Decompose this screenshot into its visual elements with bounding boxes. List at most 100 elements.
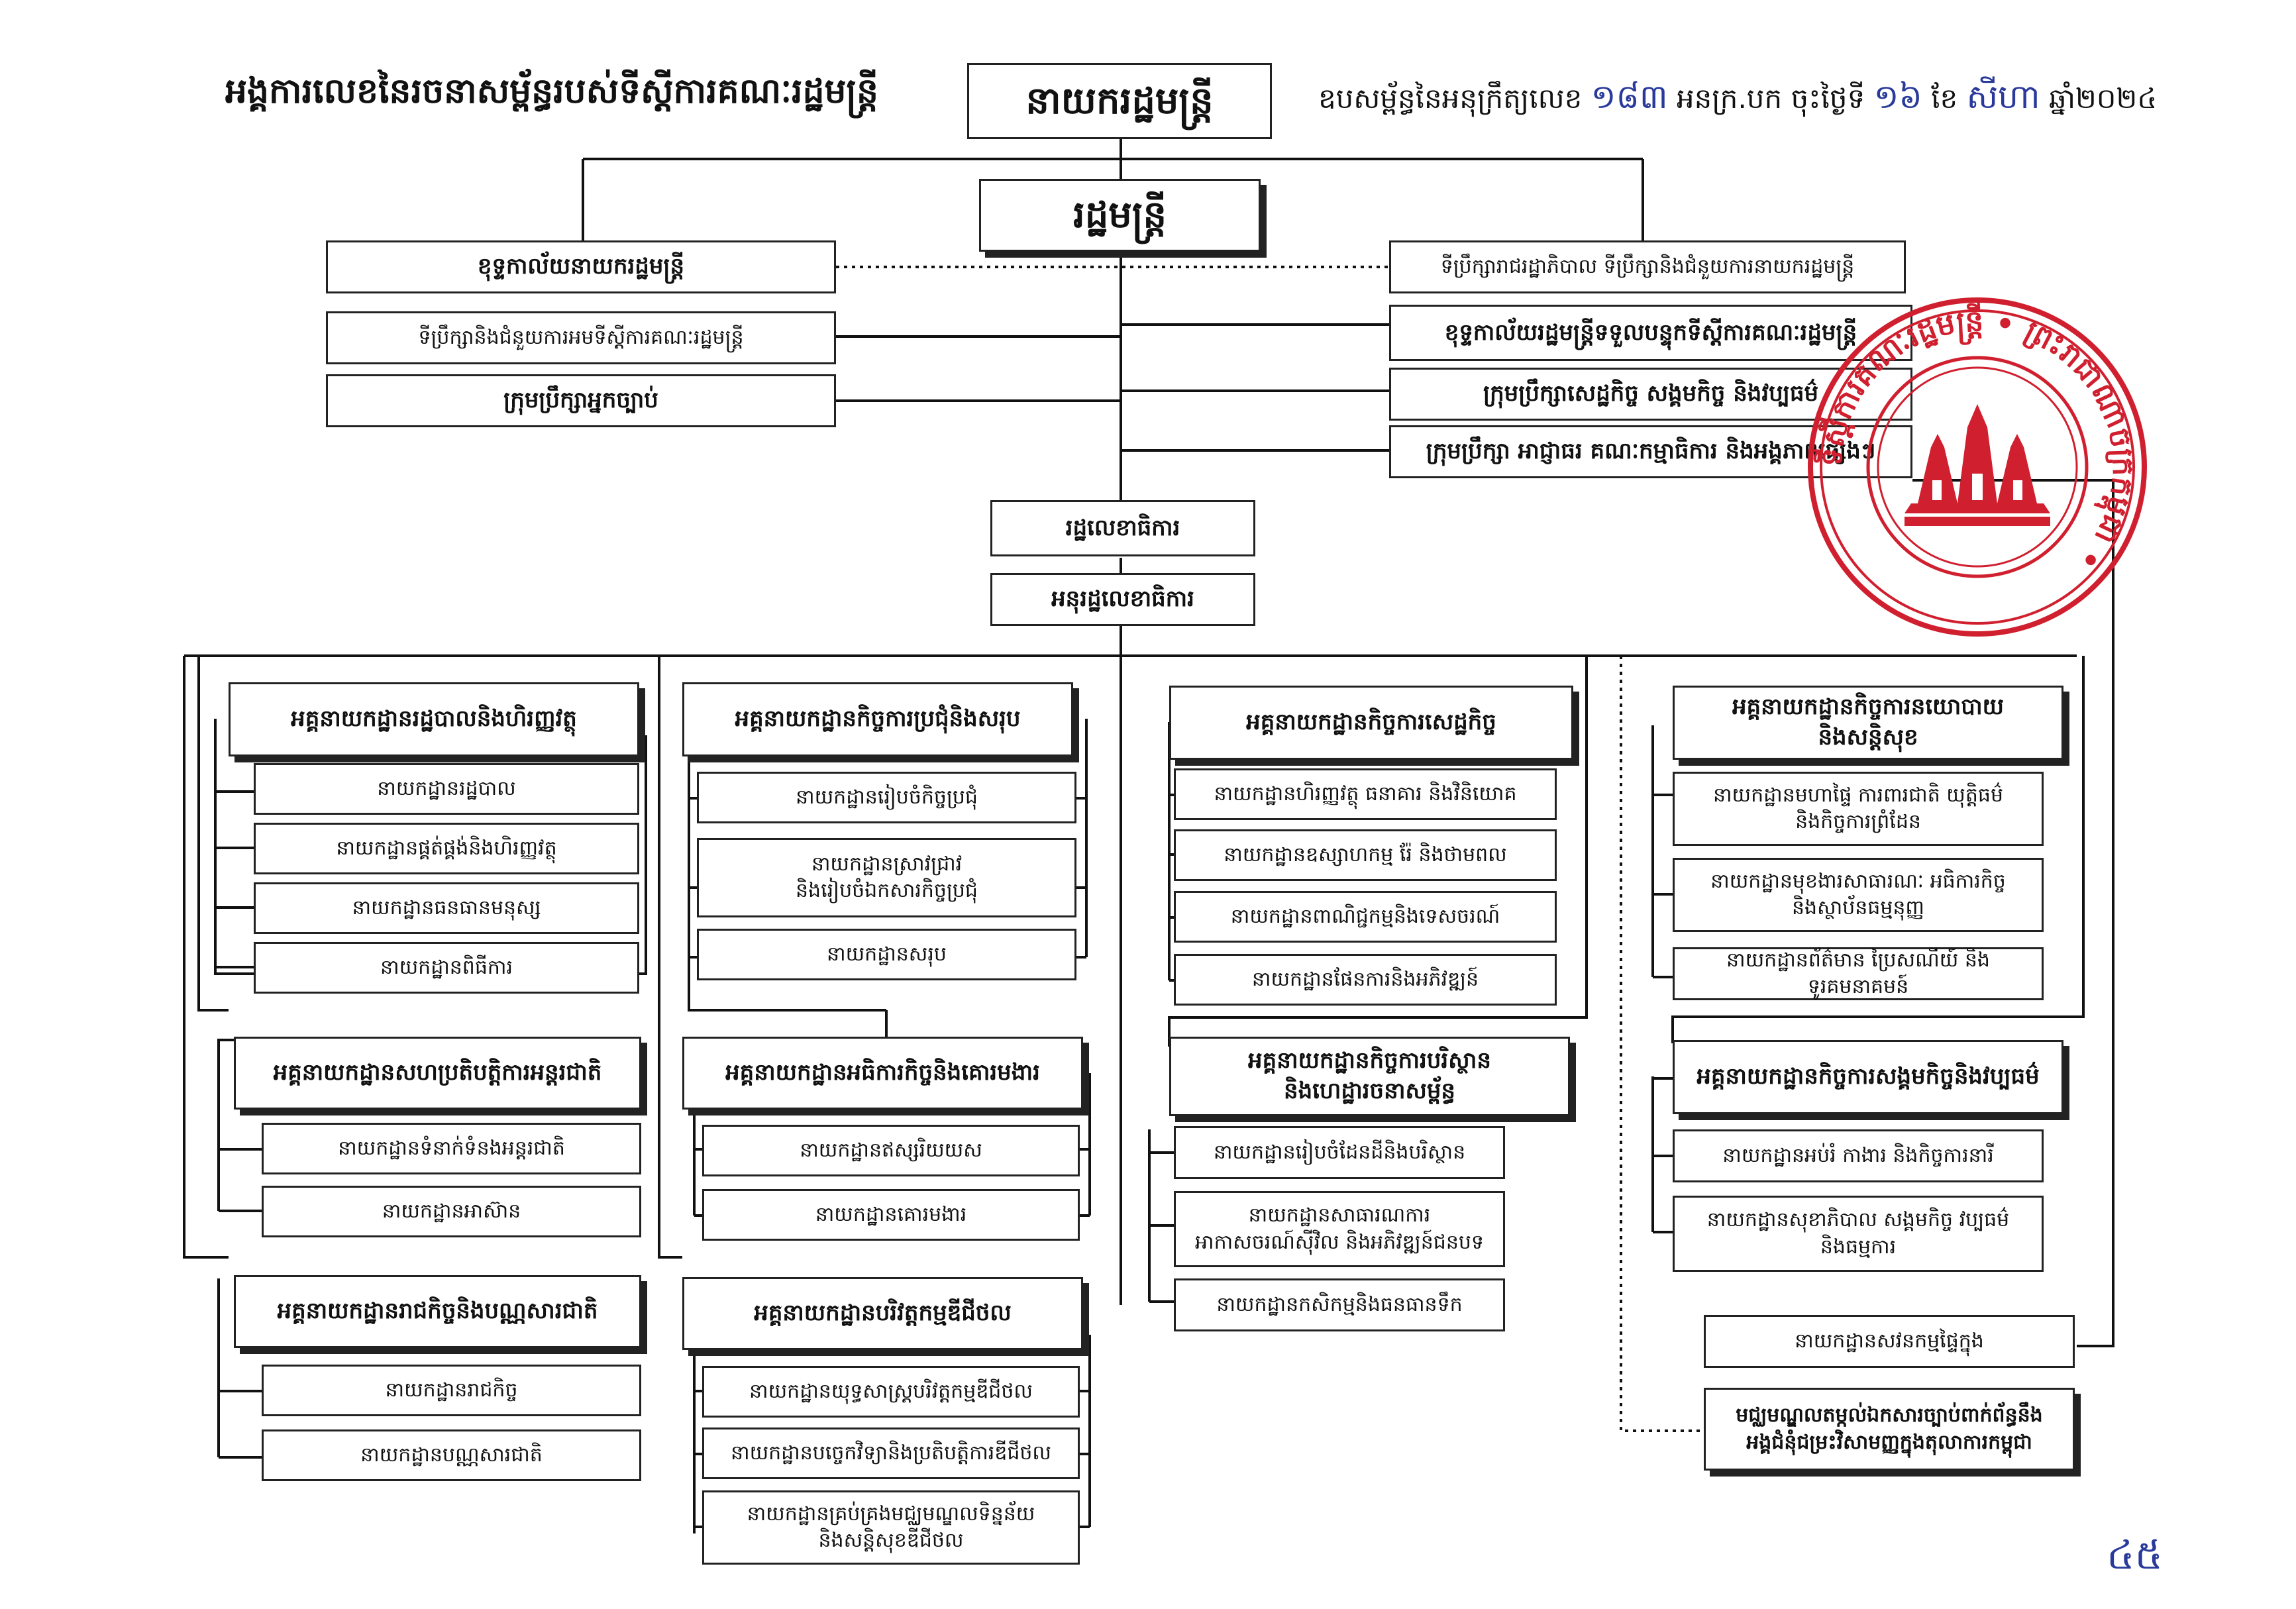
dept-inspection-title: អគ្គនាយកដ្ឋានអធិការកិច្ចនិងគោរមងារ bbox=[725, 1059, 1040, 1086]
unit-meetings-1: នាយកដ្ឋានរៀបចំកិច្ចប្រជុំ bbox=[697, 772, 1076, 823]
dept-economic: អគ្គនាយកដ្ឋានកិច្ចការសេដ្ឋកិច្ច bbox=[1169, 686, 1573, 760]
box-legal-council-label: ក្រុមប្រឹក្សាអ្នកច្បាប់ bbox=[503, 387, 658, 414]
decree-prefix: ឧបសម្ព័ន្ធនៃអនុក្រឹត្យលេខ bbox=[1318, 82, 1583, 115]
unit-economic-1-label: នាយកដ្ឋានហិរញ្ញវត្ថុ ធនាគារ និងវិនិយោគ bbox=[1214, 782, 1517, 805]
unit-politics-2: នាយកដ្ឋានមុខងារសាធារណៈ អធិការកិច្ច និងស្… bbox=[1673, 858, 2044, 932]
unit-politics-2-label: នាយកដ្ឋានមុខងារសាធារណៈ អធិការកិច្ច និងស្… bbox=[1710, 869, 2006, 920]
unit-internal-audit: នាយកដ្ឋានសវនកម្មផ្ទៃក្នុង bbox=[1704, 1315, 2075, 1368]
unit-politics-1: នាយកដ្ឋានមហាផ្ទៃ ការពារជាតិ យុត្តិធម៌ និ… bbox=[1673, 772, 2044, 846]
box-government-advisors: ទីប្រឹក្សារាជរដ្ឋាភិបាល ទីប្រឹក្សានិងជំន… bbox=[1389, 240, 1906, 293]
unit-international-1: នាយកដ្ឋានទំនាក់ទំនងអន្តរជាតិ bbox=[262, 1123, 641, 1174]
box-pm-cabinet: ខុទ្ទកាល័យនាយករដ្ឋមន្ត្រី bbox=[326, 240, 836, 293]
box-under-secretary-label: អនុរដ្ឋលេខាធិការ bbox=[1051, 586, 1194, 613]
unit-meetings-3-label: នាយកដ្ឋានសរុប bbox=[827, 942, 947, 966]
box-pm-cabinet-label: ខុទ្ទកាល័យនាយករដ្ឋមន្ត្រី bbox=[477, 253, 685, 280]
box-government-advisors-label: ទីប្រឹក្សារាជរដ្ឋាភិបាល ទីប្រឹក្សានិងជំន… bbox=[1440, 254, 1855, 278]
official-seal-icon: ទីស្ដីការគណៈរដ្ឋមន្ត្រី • ព្រះរាជាណាចក្រ… bbox=[1808, 297, 2147, 637]
box-secretary-of-state-label: រដ្ឋលេខាធិការ bbox=[1065, 514, 1180, 541]
unit-digital-3-label: នាយកដ្ឋានគ្រប់គ្រងមជ្ឈមណ្ឌលទិន្នន័យ និងស… bbox=[747, 1502, 1035, 1553]
decree-middle: អនក្រ.បក ចុះថ្ងៃទី bbox=[1676, 82, 1865, 115]
unit-economic-2-label: នាយកដ្ឋានឧស្សាហកម្ម រ៉ែ និងថាមពល bbox=[1224, 843, 1507, 866]
unit-international-2: នាយកដ្ឋានអាស៊ាន bbox=[262, 1186, 641, 1237]
page-mark: ៤៥ bbox=[2107, 1532, 2163, 1579]
unit-environment-3-label: នាយកដ្ឋានកសិកម្មនិងធនធានទឹក bbox=[1216, 1292, 1463, 1316]
unit-royal-affairs-1-label: នាយកដ្ឋានរាជកិច្ច bbox=[385, 1378, 518, 1402]
unit-meetings-2: នាយកដ្ឋានស្រាវជ្រាវ និងរៀបចំឯកសារកិច្ចប្… bbox=[697, 838, 1076, 917]
unit-social-2: នាយកដ្ឋានសុខាភិបាល សង្គមកិច្ច វប្បធម៌ និ… bbox=[1673, 1196, 2044, 1272]
unit-inspection-2: នាយកដ្ឋានគោរមងារ bbox=[702, 1189, 1080, 1241]
decree-day: ១៦ bbox=[1873, 78, 1922, 116]
unit-environment-3: នាយកដ្ឋានកសិកម្មនិងធនធានទឹក bbox=[1174, 1278, 1505, 1331]
unit-environment-1-label: នាយកដ្ឋានរៀបចំដែនដីនិងបរិស្ថាន bbox=[1213, 1140, 1466, 1164]
unit-digital-2-label: នាយកដ្ឋានបច្ចេកវិទ្យានិងប្រតិបត្តិការឌីជ… bbox=[731, 1441, 1051, 1465]
unit-admin-finance-3: នាយកដ្ឋានធនធានមនុស្ស bbox=[254, 882, 639, 934]
dept-meetings: អគ្គនាយកដ្ឋានកិច្ចការប្រជុំនិងសរុប bbox=[682, 682, 1073, 756]
box-advisors-council-label: ទីប្រឹក្សានិងជំនួយការអមទីស្ដីការគណៈរដ្ឋម… bbox=[418, 325, 744, 349]
decree-number: ១៨៣ bbox=[1591, 78, 1668, 116]
decree-reference: ឧបសម្ព័ន្ធនៃអនុក្រឹត្យលេខ ១៨៣ អនក្រ.បក ច… bbox=[1318, 76, 2157, 125]
unit-digital-1-label: នាយកដ្ឋានយុទ្ធសាស្ត្របរិវត្តកម្មឌីជីថល bbox=[749, 1379, 1033, 1403]
unit-economic-3-label: នាយកដ្ឋានពាណិជ្ជកម្មនិងទេសចរណ៍ bbox=[1230, 904, 1500, 928]
box-economic-council: ក្រុមប្រឹក្សាសេដ្ឋកិច្ច សង្គមកិច្ច និងវប… bbox=[1389, 368, 1912, 421]
unit-admin-finance-4-label: នាយកដ្ឋានពិធីការ bbox=[380, 955, 513, 979]
unit-digital-2: នាយកដ្ឋានបច្ចេកវិទ្យានិងប្រតិបត្តិការឌីជ… bbox=[702, 1427, 1080, 1479]
dept-royal-affairs: អគ្គនាយកដ្ឋានរាជកិច្ចនិងបណ្ណសារជាតិ bbox=[234, 1275, 641, 1348]
unit-meetings-1-label: នាយកដ្ឋានរៀបចំកិច្ចប្រជុំ bbox=[796, 785, 978, 809]
unit-politics-3-label: នាយកដ្ឋានព័ត៌មាន ប្រៃសណីយ៍ និងទូរគមនាគមន… bbox=[1726, 948, 1990, 999]
unit-social-2-label: នាយកដ្ឋានសុខាភិបាល សង្គមកិច្ច វប្បធម៌ និ… bbox=[1706, 1208, 2010, 1259]
dept-international: អគ្គនាយកដ្ឋានសហប្រតិបត្តិការអន្តរជាតិ bbox=[234, 1037, 641, 1110]
unit-meetings-2-label: នាយកដ្ឋានស្រាវជ្រាវ និងរៀបចំឯកសារកិច្ចប្… bbox=[796, 852, 978, 903]
dept-admin-finance: អគ្គនាយកដ្ឋានរដ្ឋបាលនិងហិរញ្ញវត្ថុ bbox=[229, 682, 639, 756]
box-minister-cabinet-label: ខុទ្ទកាល័យរដ្ឋមន្ត្រីទទួលបន្ទុកទីស្ដីការ… bbox=[1444, 319, 1857, 346]
unit-international-2-label: នាយកដ្ឋានអាស៊ាន bbox=[382, 1199, 521, 1223]
box-prime-minister: នាយករដ្ឋមន្ត្រី bbox=[967, 63, 1272, 139]
unit-admin-finance-4: នាយកដ្ឋានពិធីការ bbox=[254, 942, 639, 994]
unit-economic-4-label: នាយកដ្ឋានផែនការនិងអភិវឌ្ឍន៍ bbox=[1251, 967, 1479, 991]
dept-admin-finance-title: អគ្គនាយកដ្ឋានរដ្ឋបាលនិងហិរញ្ញវត្ថុ bbox=[291, 705, 577, 733]
box-authorities-committees-label: ក្រុមប្រឹក្សា អាជ្ញាធរ គណៈកម្មាធិការ និង… bbox=[1426, 438, 1876, 465]
unit-digital-1: នាយកដ្ឋានយុទ្ធសាស្ត្របរិវត្តកម្មឌីជីថល bbox=[702, 1366, 1080, 1418]
box-secretary-of-state: រដ្ឋលេខាធិការ bbox=[990, 500, 1255, 556]
unit-internal-audit-label: នាយកដ្ឋានសវនកម្មផ្ទៃក្នុង bbox=[1795, 1329, 1984, 1353]
unit-economic-4: នាយកដ្ឋានផែនការនិងអភិវឌ្ឍន៍ bbox=[1174, 954, 1557, 1006]
box-legal-council: ក្រុមប្រឹក្សាអ្នកច្បាប់ bbox=[326, 374, 836, 427]
box-minister-label: រដ្ឋមន្ត្រី bbox=[1072, 193, 1167, 237]
box-under-secretary: អនុរដ្ឋលេខាធិការ bbox=[990, 573, 1255, 626]
box-prime-minister-label: នាយករដ្ឋមន្ត្រី bbox=[1025, 79, 1214, 123]
dept-environment-title: អគ្គនាយកដ្ឋានកិច្ចការបរិស្ថាន និងហេដ្ឋារ… bbox=[1248, 1047, 1491, 1104]
unit-meetings-3: នាយកដ្ឋានសរុប bbox=[697, 929, 1076, 980]
unit-inspection-2-label: នាយកដ្ឋានគោរមងារ bbox=[815, 1202, 967, 1226]
unit-economic-2: នាយកដ្ឋានឧស្សាហកម្ម រ៉ែ និងថាមពល bbox=[1174, 829, 1557, 881]
dept-international-title: អគ្គនាយកដ្ឋានសហប្រតិបត្តិការអន្តរជាតិ bbox=[273, 1059, 602, 1086]
unit-environment-2: នាយកដ្ឋានសាធារណការ អាកាសចរណ៍ស៊ីវិល និងអភ… bbox=[1174, 1191, 1505, 1267]
dept-social: អគ្គនាយកដ្ឋានកិច្ចការសង្គមកិច្ចនិងវប្បធម… bbox=[1673, 1040, 2063, 1114]
unit-admin-finance-3-label: នាយកដ្ឋានធនធានមនុស្ស bbox=[352, 896, 541, 919]
unit-royal-affairs-2: នាយកដ្ឋានបណ្ណសារជាតិ bbox=[262, 1429, 641, 1481]
unit-international-1-label: នាយកដ្ឋានទំនាក់ទំនងអន្តរជាតិ bbox=[338, 1136, 565, 1160]
unit-inspection-1-label: នាយកដ្ឋានឥស្សរិយយស bbox=[800, 1138, 982, 1162]
unit-admin-finance-2: នាយកដ្ឋានផ្គត់ផ្គង់និងហិរញ្ញវត្ថុ bbox=[254, 823, 639, 874]
unit-politics-3: នាយកដ្ឋានព័ត៌មាន ប្រៃសណីយ៍ និងទូរគមនាគមន… bbox=[1673, 947, 2044, 1000]
unit-politics-1-label: នាយកដ្ឋានមហាផ្ទៃ ការពារជាតិ យុត្តិធម៌ និ… bbox=[1712, 783, 2004, 834]
unit-digital-3: នាយកដ្ឋានគ្រប់គ្រងមជ្ឈមណ្ឌលទិន្នន័យ និងស… bbox=[702, 1490, 1080, 1565]
decree-month: សីហា bbox=[1966, 78, 2040, 116]
unit-admin-finance-1-label: នាយកដ្ឋានរដ្ឋបាល bbox=[377, 776, 516, 800]
unit-environment-2-label: នាយកដ្ឋានសាធារណការ អាកាសចរណ៍ស៊ីវិល និងអភ… bbox=[1195, 1204, 1484, 1254]
unit-environment-1: នាយកដ្ឋានរៀបចំដែនដីនិងបរិស្ថាន bbox=[1174, 1126, 1505, 1179]
box-advisors-council: ទីប្រឹក្សានិងជំនួយការអមទីស្ដីការគណៈរដ្ឋម… bbox=[326, 311, 836, 364]
unit-royal-affairs-2-label: នាយកដ្ឋានបណ្ណសារជាតិ bbox=[360, 1443, 543, 1467]
unit-social-1: នាយកដ្ឋានអប់រំ កាងារ និងកិច្ចការនារី bbox=[1673, 1129, 2044, 1182]
dept-royal-affairs-title: អគ្គនាយកដ្ឋានរាជកិច្ចនិងបណ្ណសារជាតិ bbox=[277, 1298, 598, 1325]
unit-royal-affairs-1: នាយកដ្ឋានរាជកិច្ច bbox=[262, 1365, 641, 1416]
unit-economic-3: នាយកដ្ឋានពាណិជ្ជកម្មនិងទេសចរណ៍ bbox=[1174, 891, 1557, 943]
box-minister-cabinet: ខុទ្ទកាល័យរដ្ឋមន្ត្រីទទួលបន្ទុកទីស្ដីការ… bbox=[1389, 305, 1912, 361]
unit-social-1-label: នាយកដ្ឋានអប់រំ កាងារ និងកិច្ចការនារី bbox=[1722, 1143, 1994, 1167]
box-minister: រដ្ឋមន្ត្រី bbox=[979, 179, 1261, 252]
box-economic-council-label: ក្រុមប្រឹក្សាសេដ្ឋកិច្ច សង្គមកិច្ច និងវប… bbox=[1483, 380, 1819, 407]
dept-social-title: អគ្គនាយកដ្ឋានកិច្ចការសង្គមកិច្ចនិងវប្បធម… bbox=[1696, 1063, 2040, 1090]
dept-meetings-title: អគ្គនាយកដ្ឋានកិច្ចការប្រជុំនិងសរុប bbox=[735, 705, 1021, 733]
chart-title: អង្គការលេខនៃរចនាសម្ព័ន្ធរបស់ទីស្ដីការគណៈ… bbox=[225, 72, 879, 111]
unit-legal-center-label: មជ្ឈមណ្ឌលតម្កល់ឯកសារច្បាប់ពាក់ព័ន្ធនឹង អ… bbox=[1736, 1404, 2043, 1454]
dept-politics: អគ្គនាយកដ្ឋានកិច្ចការនយោបាយ និងសន្តិសុខ bbox=[1673, 686, 2063, 760]
dept-economic-title: អគ្គនាយកដ្ឋានកិច្ចការសេដ្ឋកិច្ច bbox=[1246, 709, 1496, 736]
